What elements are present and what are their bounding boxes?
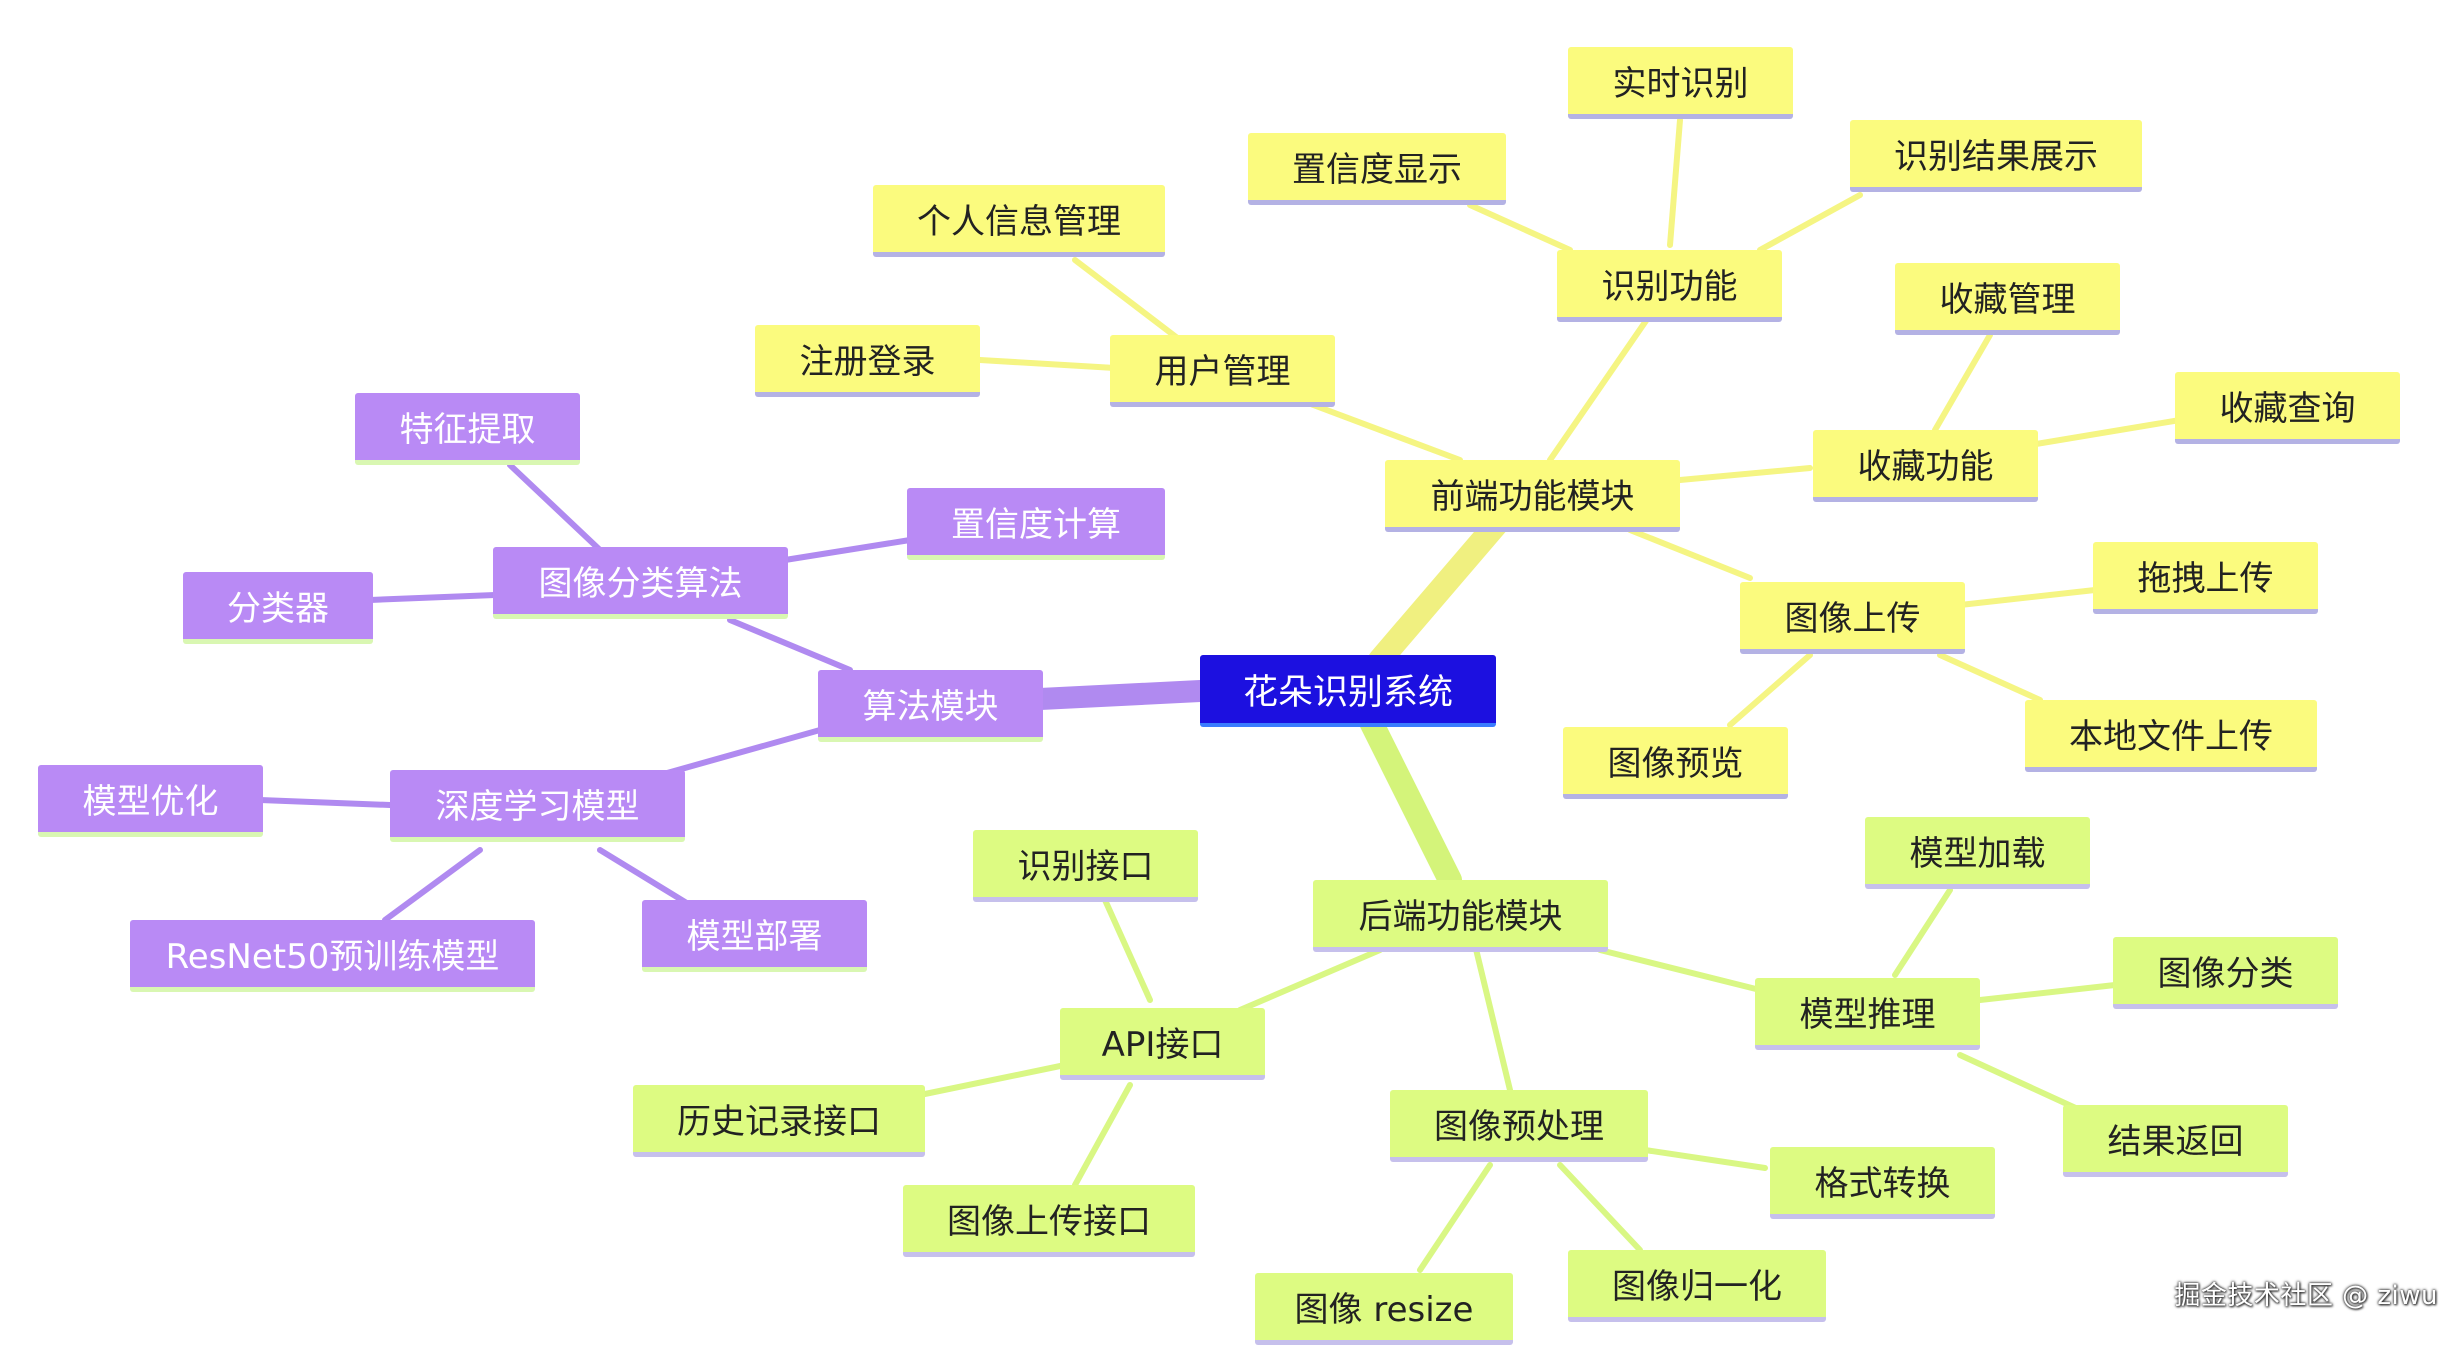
classifier-node[interactable]: 分类器 — [183, 572, 373, 644]
edge-fav-manage — [1932, 332, 1993, 433]
resnet-node[interactable]: ResNet50预训练模型 — [130, 920, 535, 992]
edge-root-algo — [1009, 679, 1231, 711]
edge-upload-drag — [1957, 587, 2098, 608]
realtime-recognition-node[interactable]: 实时识别 — [1568, 47, 1793, 119]
edge-deep-resnet — [382, 847, 483, 923]
edge-api-recog — [1102, 897, 1153, 1003]
edge-front-user — [1297, 397, 1463, 463]
edge-back-api — [1237, 947, 1383, 1013]
deep-model-node[interactable]: 深度学习模型 — [390, 770, 685, 842]
edge-back-preprocess — [1472, 942, 1513, 1093]
edge-back-inference — [1597, 947, 1763, 993]
edge-inf-return — [1957, 1052, 2083, 1113]
drag-upload-node[interactable]: 拖拽上传 — [2093, 542, 2318, 614]
register-login-node[interactable]: 注册登录 — [755, 325, 980, 397]
image-classify-node[interactable]: 图像分类 — [2113, 937, 2338, 1009]
edge-pre-normalize — [1557, 1162, 1643, 1253]
inference-node[interactable]: 模型推理 — [1755, 978, 1980, 1050]
upload-node[interactable]: 图像上传 — [1740, 582, 1965, 654]
preprocess-node[interactable]: 图像预处理 — [1390, 1090, 1648, 1162]
normalize-node[interactable]: 图像归一化 — [1568, 1250, 1826, 1322]
watermark: 掘金技术社区 @ ziwu — [2174, 1281, 2438, 1311]
edge-cls-conf — [782, 537, 913, 563]
edge-inf-load — [1892, 887, 1953, 978]
fav-manage-node[interactable]: 收藏管理 — [1895, 263, 2120, 335]
recognition-node[interactable]: 识别功能 — [1557, 250, 1782, 322]
edge-recog-realtime — [1667, 117, 1683, 248]
edge-user-personal — [1072, 257, 1183, 343]
edge-pre-resize — [1417, 1162, 1493, 1273]
edge-pre-format — [1642, 1147, 1768, 1171]
edge-deep-optimize — [257, 797, 393, 808]
algo-module-node[interactable]: 算法模块 — [818, 670, 1043, 742]
edge-upload-local — [1937, 652, 2043, 703]
edge-cls-classifier — [367, 592, 498, 603]
back-module-node[interactable]: 后端功能模块 — [1313, 880, 1608, 952]
confidence-display-node[interactable]: 置信度显示 — [1248, 133, 1506, 205]
local-upload-node[interactable]: 本地文件上传 — [2025, 700, 2317, 772]
edge-user-register — [977, 357, 1118, 371]
edge-algo-deep — [657, 727, 823, 778]
edge-front-recognition — [1547, 312, 1653, 463]
personal-info-node[interactable]: 个人信息管理 — [873, 185, 1165, 257]
image-preview-node[interactable]: 图像预览 — [1563, 727, 1788, 799]
edge-fav-query — [2027, 417, 2183, 448]
format-convert-node[interactable]: 格式转换 — [1770, 1147, 1995, 1219]
favorites-node[interactable]: 收藏功能 — [1813, 430, 2038, 502]
recog-api-node[interactable]: 识别接口 — [973, 830, 1198, 902]
edge-algo-classify — [727, 617, 853, 673]
edge-recog-result — [1757, 192, 1863, 253]
classify-algo-node[interactable]: 图像分类算法 — [493, 547, 788, 619]
edge-recog-conf — [1467, 202, 1573, 253]
api-node[interactable]: API接口 — [1060, 1008, 1265, 1080]
edge-root-back — [1358, 708, 1462, 892]
edge-root-front — [1368, 508, 1512, 672]
edge-deep-deploy — [597, 847, 693, 908]
root-node[interactable]: 花朵识别系统 — [1200, 655, 1496, 727]
front-module-node[interactable]: 前端功能模块 — [1385, 460, 1680, 532]
resize-node[interactable]: 图像 resize — [1255, 1273, 1513, 1345]
edge-front-upload — [1627, 527, 1753, 581]
edge-inf-classify — [1977, 982, 2118, 1003]
edge-front-favorites — [1677, 465, 1813, 483]
confidence-calc-node[interactable]: 置信度计算 — [907, 488, 1165, 560]
edge-api-upload — [1072, 1082, 1133, 1188]
history-api-node[interactable]: 历史记录接口 — [633, 1085, 925, 1157]
result-display-node[interactable]: 识别结果展示 — [1850, 120, 2142, 192]
user-mgmt-node[interactable]: 用户管理 — [1110, 335, 1335, 407]
model-deploy-node[interactable]: 模型部署 — [642, 900, 867, 972]
result-return-node[interactable]: 结果返回 — [2063, 1105, 2288, 1177]
edge-api-history — [917, 1062, 1068, 1098]
edge-upload-preview — [1727, 652, 1813, 728]
fav-query-node[interactable]: 收藏查询 — [2175, 372, 2400, 444]
model-load-node[interactable]: 模型加载 — [1865, 817, 2090, 889]
model-optimize-node[interactable]: 模型优化 — [38, 765, 263, 837]
edge-cls-feature — [507, 462, 603, 553]
upload-api-node[interactable]: 图像上传接口 — [903, 1185, 1195, 1257]
feature-extract-node[interactable]: 特征提取 — [355, 393, 580, 465]
